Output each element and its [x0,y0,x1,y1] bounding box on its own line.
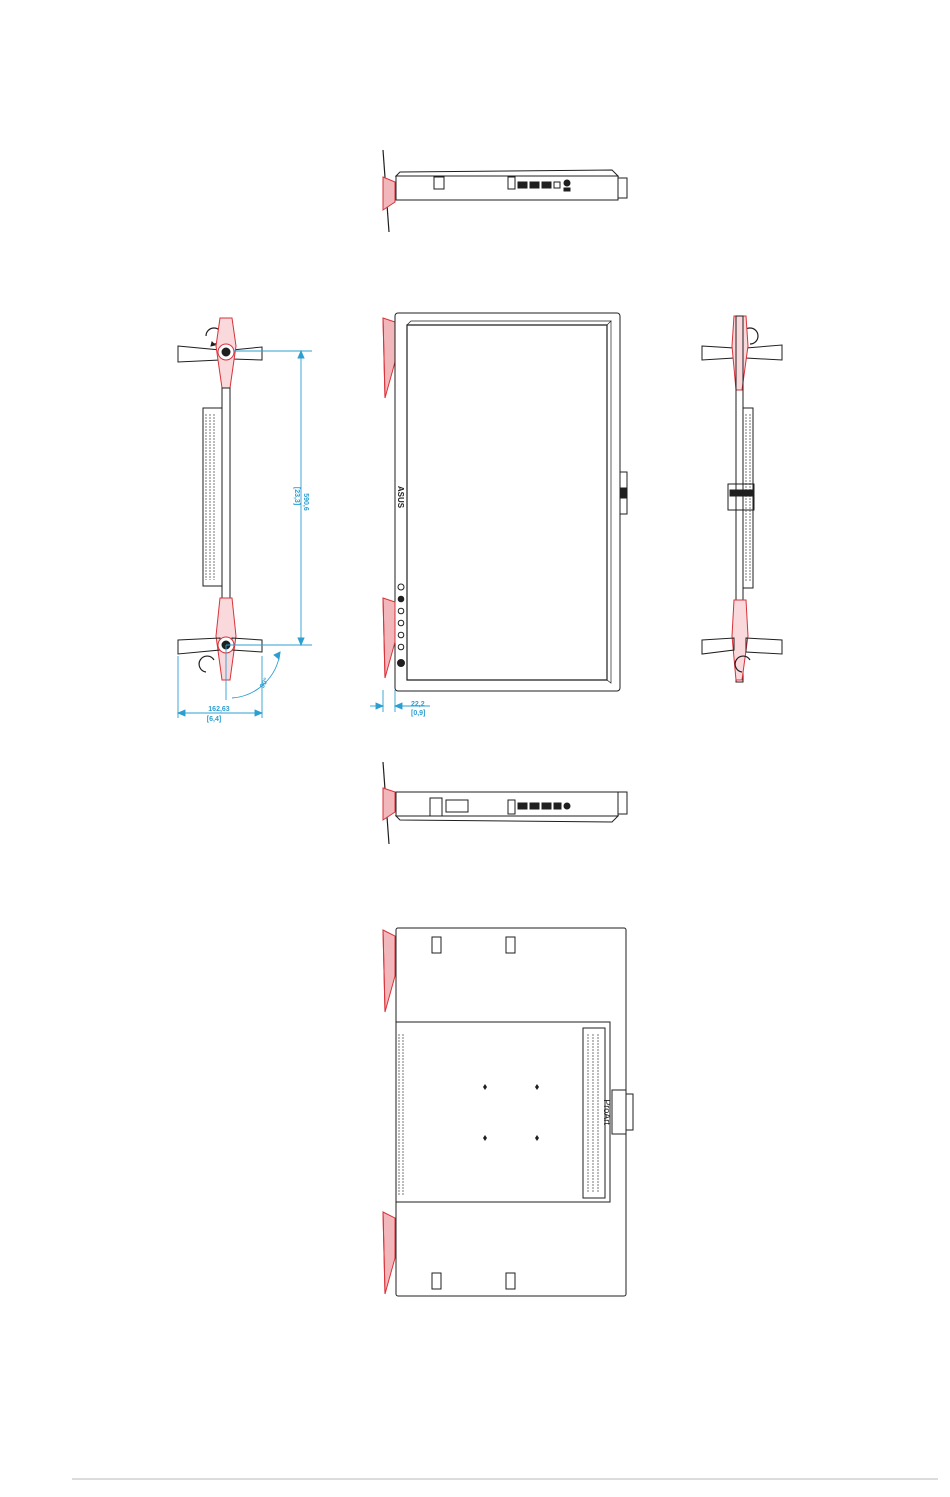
height-dimension-mm: 590,6 [302,493,309,511]
vent-grille [206,414,214,580]
rotate-arrow-icon [199,656,214,672]
front-logo: ASUS [396,486,405,509]
footer-rule [72,1478,938,1480]
tilt-angle-dimension [226,645,286,700]
vent-grille [399,1034,403,1196]
rear-view [383,928,633,1296]
bottom-view [383,762,627,844]
vent-grille [588,1034,598,1192]
height-dimension-in: [23,3] [293,487,300,505]
bottom-view-ports [518,803,570,809]
vesa-mount-hole-icon [483,1084,487,1090]
vesa-mount-holes [483,1084,539,1141]
back-logo: ProArt [602,1099,612,1125]
depth-dimension-mm: 162,63 [208,706,230,713]
tilt-angle-label: 90° [258,676,270,689]
vent-grille [746,414,750,582]
control-button-icon [398,584,404,590]
depth-dimension-in: [6,4] [207,716,221,723]
top-view [383,150,627,232]
bezel-dimension-in: [0,9] [411,710,425,717]
right-side-view [702,316,782,682]
front-view [370,313,627,712]
control-buttons [398,584,405,667]
bezel-dimension-mm: 22,2 [411,701,425,708]
top-view-ports [518,180,570,191]
left-side-view [178,318,312,718]
